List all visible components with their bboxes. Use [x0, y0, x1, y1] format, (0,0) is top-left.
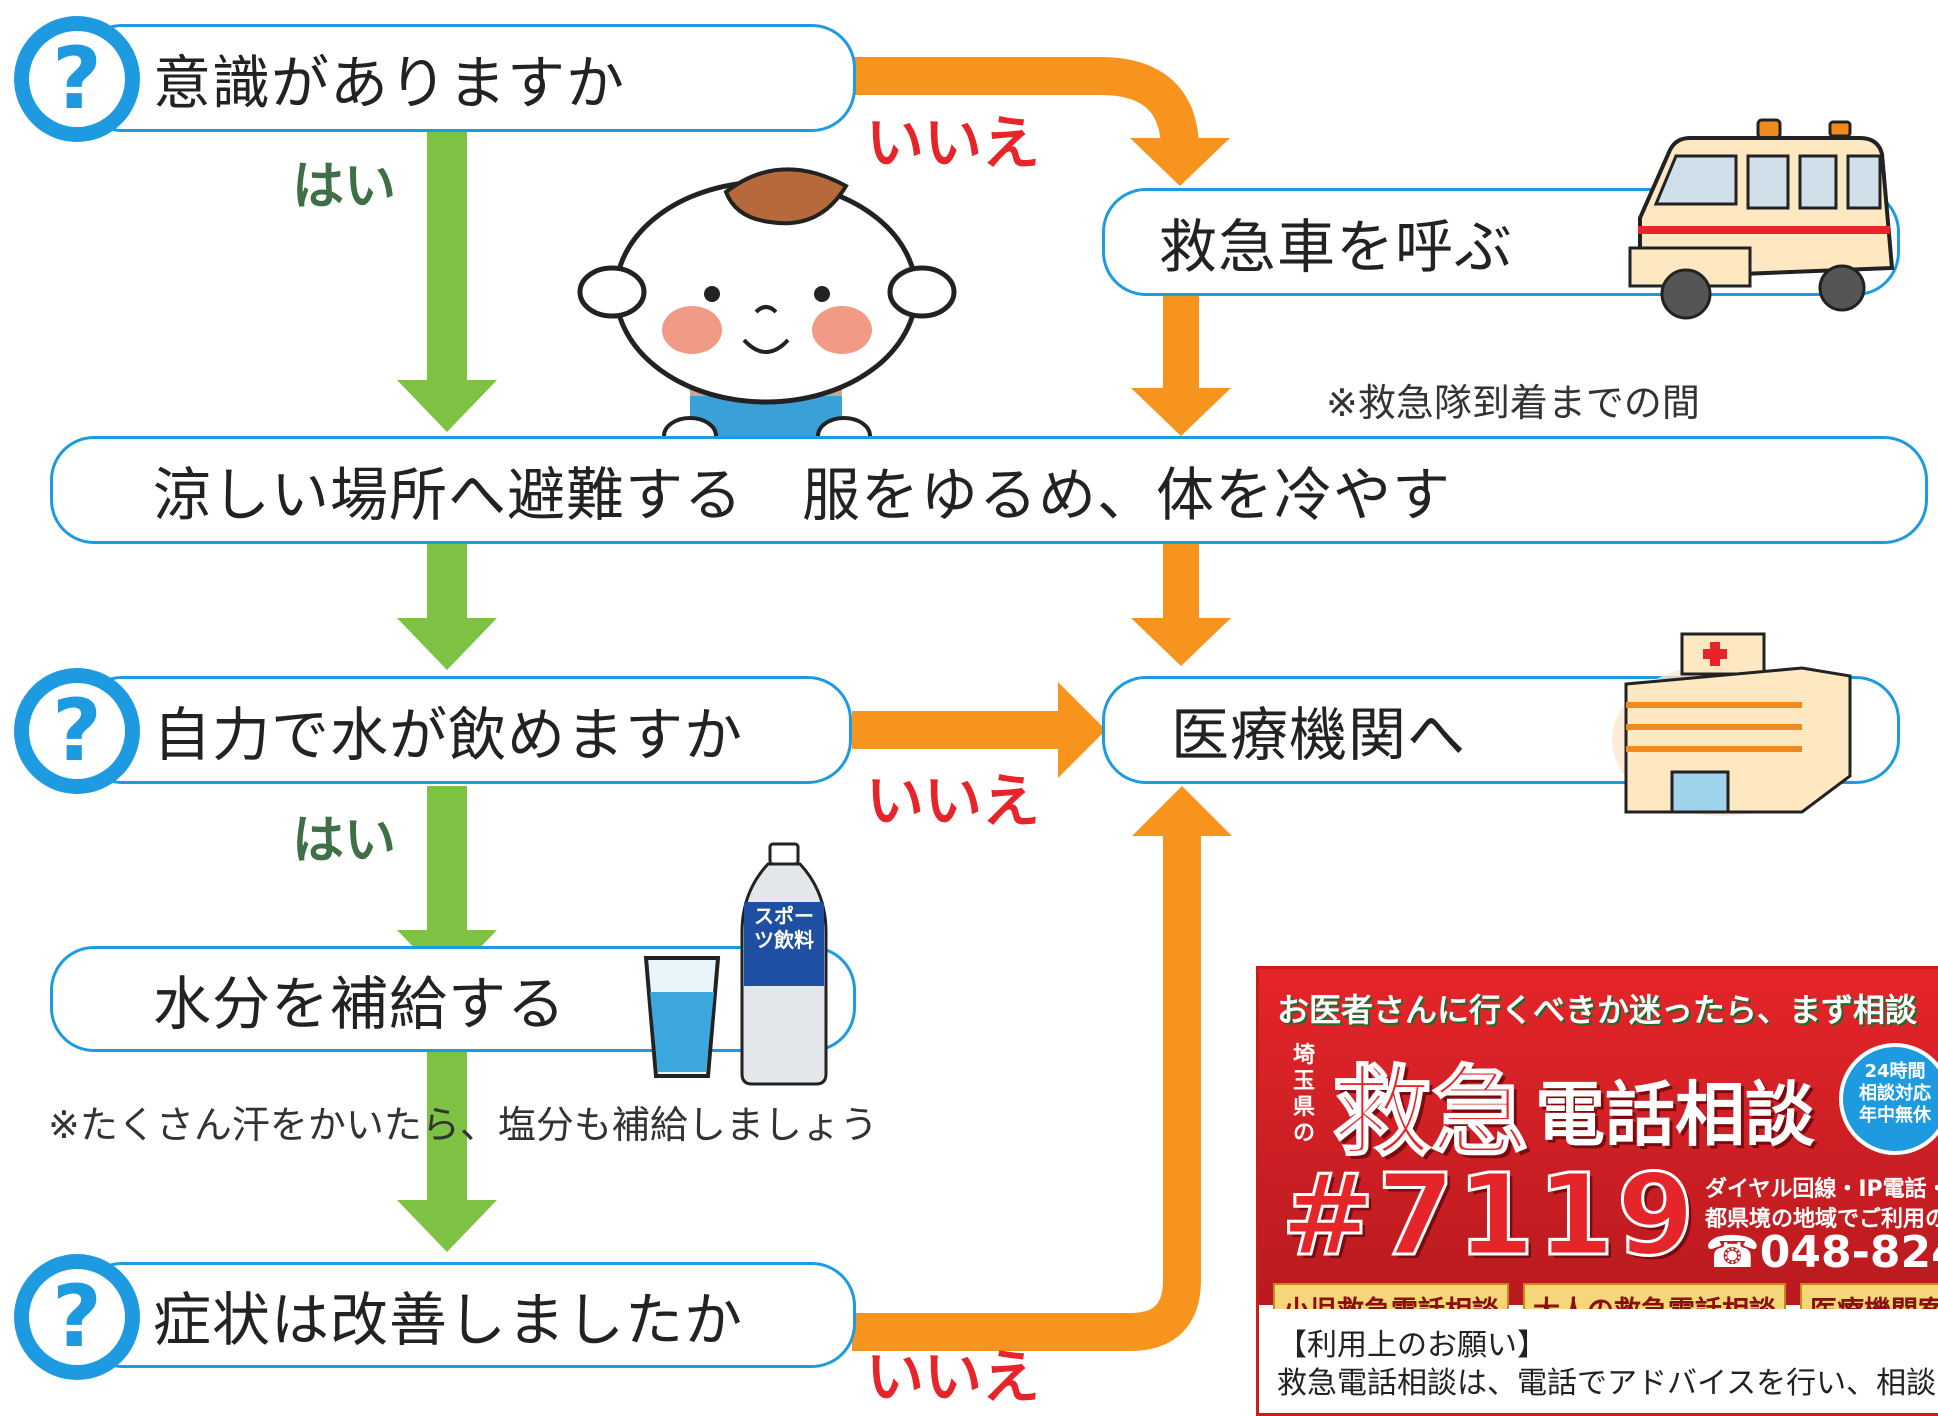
label-yes: はい: [292, 811, 397, 871]
node-q-improved-text: 症状は改善しましたか: [153, 1286, 744, 1354]
sports-drink-bottle-illustration: [740, 842, 828, 1086]
phone-shortcode[interactable]: #7119: [1280, 1150, 1697, 1283]
banner-prefecture: 埼玉県の: [1293, 1043, 1316, 1146]
phone-number[interactable]: ☎048-824-41: [1705, 1227, 1938, 1278]
banner-title-emergency: 救急: [1332, 1055, 1530, 1171]
node-q-drink: 自力で水が飲めますか: [78, 676, 852, 784]
notice-body: 救急電話相談は、電話でアドバイスを行い、相談: [1277, 1366, 1937, 1401]
no-arrow-head: [1132, 786, 1232, 836]
emergency-consultation-banner: お医者さんに行くべきか迷ったら、まず相談 埼玉県の 救急 電話相談 24時間 相…: [1256, 966, 1938, 1416]
yes-arrow-head: [397, 1200, 497, 1252]
bottle-label: スポーツ飲料: [754, 904, 814, 952]
question-icon: ?: [14, 668, 140, 794]
node-to-medical-text: 医療機関へ: [1171, 701, 1467, 769]
no-arrow-head: [1131, 388, 1231, 436]
node-hydrate: 水分を補給する: [50, 946, 856, 1052]
glass-illustration: [643, 956, 721, 1078]
label-no: いいえ: [866, 109, 1041, 177]
hospital-illustration: [1612, 632, 1852, 816]
note-salt: ※たくさん汗をかいたら、塩分も補給しましょう: [48, 1103, 878, 1147]
node-q-drink-text: 自力で水が飲めますか: [153, 701, 744, 769]
ambulance-illustration: [1628, 118, 1895, 320]
node-q-conscious-text: 意識がありますか: [153, 49, 626, 117]
node-q-conscious: 意識がありますか: [78, 24, 856, 132]
label-no: いいえ: [866, 1343, 1041, 1411]
banner-border-area: 都県境の地域でご利用の場: [1705, 1207, 1938, 1232]
node-move-cool: 涼しい場所へ避難する 服をゆるめ、体を冷やす: [50, 436, 1928, 544]
node-q-improved: 症状は改善しましたか: [78, 1262, 856, 1368]
child-illustration: [577, 167, 957, 456]
label-yes: はい: [292, 157, 397, 217]
banner-line-types: ダイヤル回線・IP電話・PH: [1705, 1177, 1938, 1202]
badge-24h: 24時間 相談対応 年中無休: [1839, 1043, 1938, 1155]
banner-title-phone-consultation: 電話相談: [1535, 1074, 1815, 1156]
no-arrows: [852, 57, 1201, 1351]
node-call-ambulance-text: 救急車を呼ぶ: [1159, 213, 1514, 281]
node-move-cool-text: 涼しい場所へ避難する 服をゆるめ、体を冷やす: [153, 461, 1452, 529]
node-hydrate-text: 水分を補給する: [153, 970, 567, 1038]
note-until-arrival: ※救急隊到着までの間: [1326, 381, 1700, 425]
question-icon: ?: [14, 1254, 140, 1380]
banner-lead: お医者さんに行くべきか迷ったら、まず相談: [1277, 991, 1918, 1029]
yes-arrow-head: [397, 618, 497, 670]
label-no: いいえ: [866, 767, 1041, 835]
yes-arrow-head: [397, 380, 497, 432]
no-arrow-head: [1130, 138, 1230, 186]
no-arrow-head: [1131, 618, 1231, 666]
question-icon: ?: [14, 16, 140, 142]
notice-title: 【利用上のお願い】: [1277, 1328, 1547, 1363]
no-arrow-head: [1058, 682, 1106, 778]
notice: 【利用上のお願い】 救急電話相談は、電話でアドバイスを行い、相談: [1259, 1309, 1938, 1413]
